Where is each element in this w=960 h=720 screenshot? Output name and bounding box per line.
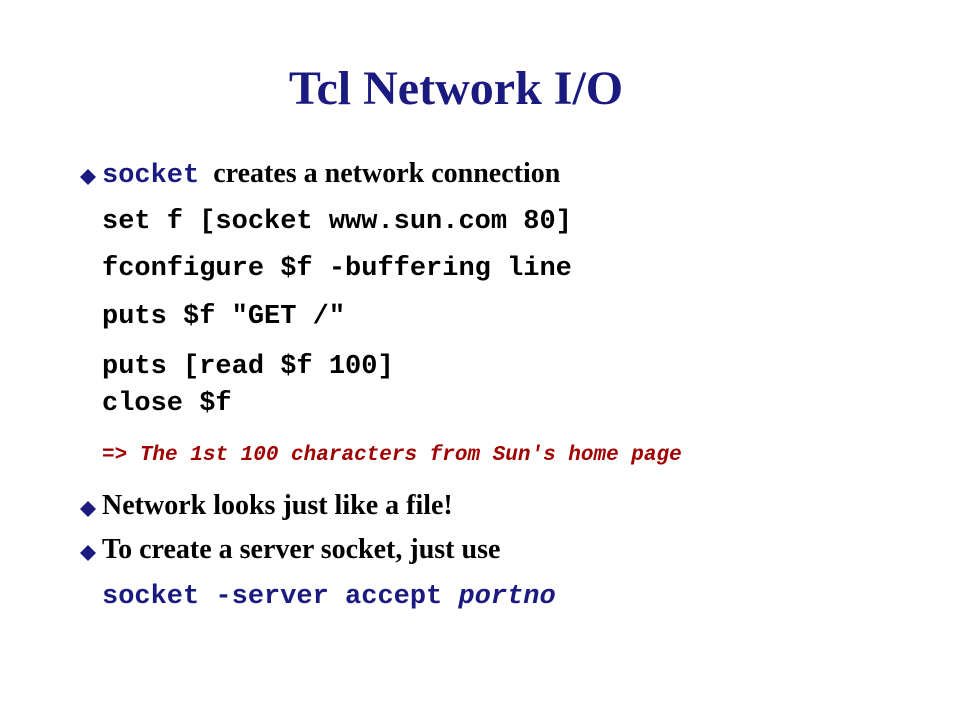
code-line: puts $f "GET /" [102,302,346,332]
result-text: The 1st 100 characters from Sun's home p… [139,444,682,467]
server-command: socket -server accept [102,582,443,612]
diamond-bullet-icon [80,501,96,517]
slide-title: Tcl Network I/O [288,62,624,115]
code-line: close $f [102,389,232,419]
code-line: fconfigure $f -buffering line [102,254,572,284]
diamond-bullet-icon [80,169,96,185]
bullet-item-server: To create a server socket, just use [102,534,501,565]
result-comment: => The 1st 100 characters from Sun's hom… [102,444,682,467]
code-line: set f [socket www.sun.com 80] [102,207,572,237]
bullet-text: creates a network connection [213,158,561,189]
socket-keyword: socket [102,161,200,191]
server-command-line: socket -server accept portno [102,582,556,612]
result-arrow: => [102,444,128,467]
code-line: puts [read $f 100] [102,352,394,382]
diamond-bullet-icon [80,545,96,561]
bullet-item-network: Network looks just like a file! [102,490,453,521]
bullet-item-socket: socket creates a network connection [102,158,560,191]
server-command-argument: portno [458,582,556,612]
